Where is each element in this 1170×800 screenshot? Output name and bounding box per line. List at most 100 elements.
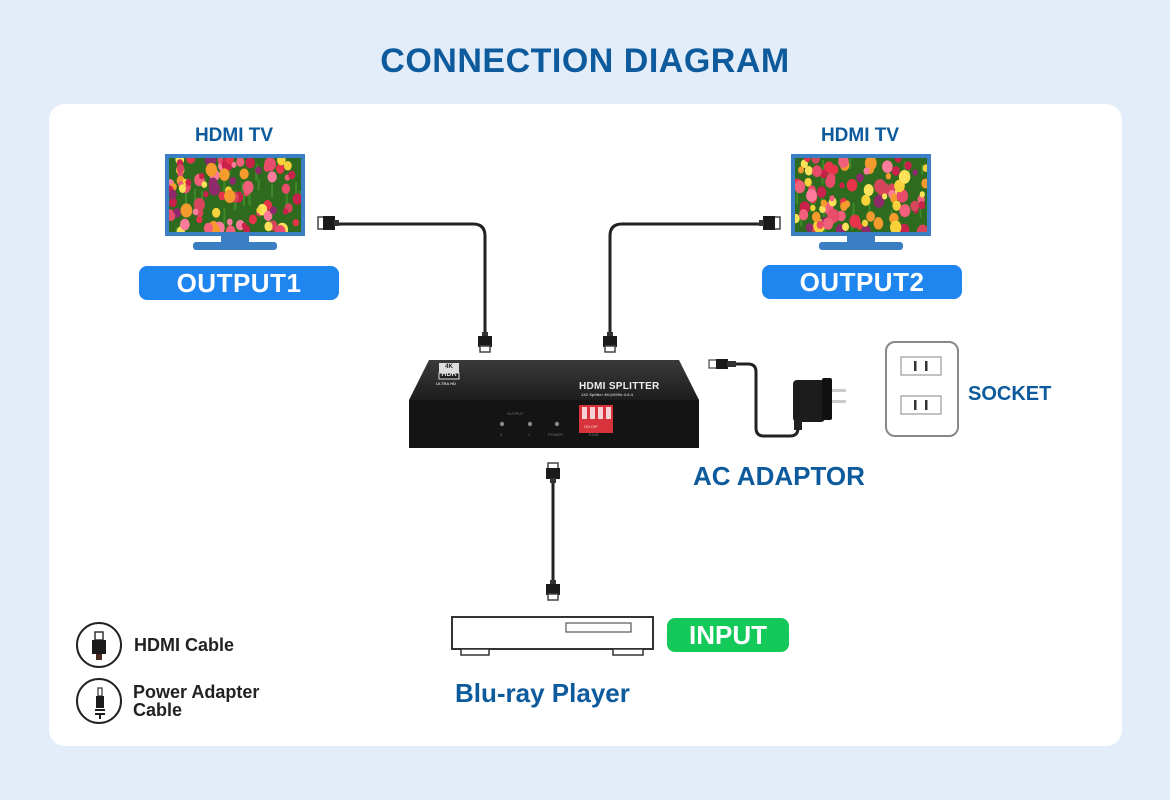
tulip-flower xyxy=(921,178,927,189)
tulip-flower xyxy=(203,222,214,232)
tulip-flower xyxy=(890,193,897,200)
tulip-stem xyxy=(903,161,906,177)
tulip-flower xyxy=(811,158,820,164)
output-group-label: OUTPUT xyxy=(507,411,524,416)
logo-4k: 4K xyxy=(445,364,453,370)
tulip-flower xyxy=(248,214,257,225)
tv-screen xyxy=(165,154,305,236)
logo-hdr: HDR xyxy=(441,371,457,378)
tulip-flower xyxy=(861,194,871,206)
tulip-flower xyxy=(898,170,911,184)
tulip-stem xyxy=(223,208,226,225)
tulip-stem xyxy=(822,159,825,173)
power-cable xyxy=(735,362,800,438)
tulip-flower xyxy=(896,188,909,203)
tulip-flower xyxy=(180,203,193,218)
tulip-flower xyxy=(863,167,870,175)
tulip-flower xyxy=(274,225,286,232)
tulip-stem xyxy=(796,189,799,205)
page-title: CONNECTION DIAGRAM xyxy=(380,42,790,80)
tulip-flower xyxy=(882,160,893,174)
tulip-flower xyxy=(196,215,203,224)
ac-adaptor-icon xyxy=(793,378,846,430)
legend-power-label: Power Adapter xyxy=(133,682,260,702)
input-badge: INPUT xyxy=(667,618,789,652)
tulip-flower xyxy=(212,207,221,218)
bluray-player-label: Blu-ray Player xyxy=(455,678,630,708)
hdmi-cable-output2 xyxy=(608,222,760,334)
tulip-stem xyxy=(849,158,852,169)
tulip-flower xyxy=(193,197,205,212)
edid-label: EDID xyxy=(589,432,599,437)
tulip-flower xyxy=(811,211,821,223)
tulip-flower xyxy=(919,191,925,198)
tulip-flower xyxy=(899,223,910,232)
tulip-flower xyxy=(856,222,863,230)
tulip-flower xyxy=(795,180,806,194)
tulip-flower xyxy=(889,220,902,232)
bluray-player-icon xyxy=(451,616,654,656)
tulip-stem xyxy=(800,213,803,227)
hdmi-plug-icon xyxy=(759,216,781,230)
tulip-flower xyxy=(255,166,262,175)
tulip-flower xyxy=(804,158,811,163)
tulip-flower xyxy=(816,186,827,198)
tulip-flower xyxy=(912,169,918,176)
tulip-flower xyxy=(241,222,247,229)
tv-stand-neck xyxy=(847,236,875,242)
tulip-flower xyxy=(863,183,874,196)
tulip-field-image xyxy=(795,158,927,232)
tulip-stem xyxy=(295,182,298,197)
tulip-stem xyxy=(908,162,911,178)
tulip-flower xyxy=(242,180,254,194)
tv2-icon xyxy=(791,154,931,250)
hdmi-plug-icon xyxy=(546,580,560,601)
legend-power-icon-circle xyxy=(76,678,122,724)
hdmi-plug-icon xyxy=(317,216,339,230)
hdmi-plug-icon xyxy=(478,332,492,353)
legend-power-label-line2: Cable xyxy=(133,700,183,720)
tulip-flower xyxy=(864,158,877,171)
tulip-flower xyxy=(829,195,835,202)
tulip-stem xyxy=(810,196,813,213)
tulip-flower xyxy=(231,161,237,168)
tulip-flower xyxy=(281,183,291,194)
tulip-flower xyxy=(203,190,209,198)
output1-badge: OUTPUT1 xyxy=(139,266,339,300)
splitter-subtitle: 1X2 Splitter 4K@60Hz 4:4:4 xyxy=(581,392,633,397)
tulip-flower xyxy=(208,177,218,189)
tulip-flower xyxy=(169,197,177,208)
tulip-flower xyxy=(842,222,850,232)
tulip-flower xyxy=(881,193,888,200)
tulip-flower xyxy=(176,163,185,174)
tulip-flower xyxy=(825,175,836,188)
tv-stand-base xyxy=(193,242,277,250)
tulip-flower xyxy=(186,158,196,164)
tulip-flower xyxy=(922,164,927,172)
tulip-flower xyxy=(205,162,218,177)
dc-plug-icon xyxy=(95,687,105,719)
tulip-flower xyxy=(292,218,299,227)
led-label-1: 1 xyxy=(528,432,531,437)
splitter-name: HDMI SPLITTER xyxy=(579,381,660,392)
output2-badge: OUTPUT2 xyxy=(762,265,962,299)
tulip-flower xyxy=(224,189,236,203)
led-label-2: 2 xyxy=(500,432,503,437)
tulip-stem xyxy=(175,227,178,232)
tulip-flower xyxy=(830,164,839,175)
tulip-flower xyxy=(178,184,187,193)
tulip-flower xyxy=(239,168,249,180)
tulip-flower xyxy=(245,158,255,169)
tulip-stem xyxy=(241,182,244,194)
tulip-flower xyxy=(180,218,190,231)
tulip-flower xyxy=(229,176,237,185)
tulip-flower xyxy=(797,166,804,174)
tulip-flower xyxy=(873,194,885,208)
tulip-flower xyxy=(806,189,817,203)
tulip-stem xyxy=(201,190,204,206)
tulip-stem xyxy=(285,192,288,206)
tulip-flower xyxy=(812,165,822,178)
tulip-flower xyxy=(256,207,262,214)
tulip-flower xyxy=(267,171,277,183)
tulip-flower xyxy=(918,201,926,210)
